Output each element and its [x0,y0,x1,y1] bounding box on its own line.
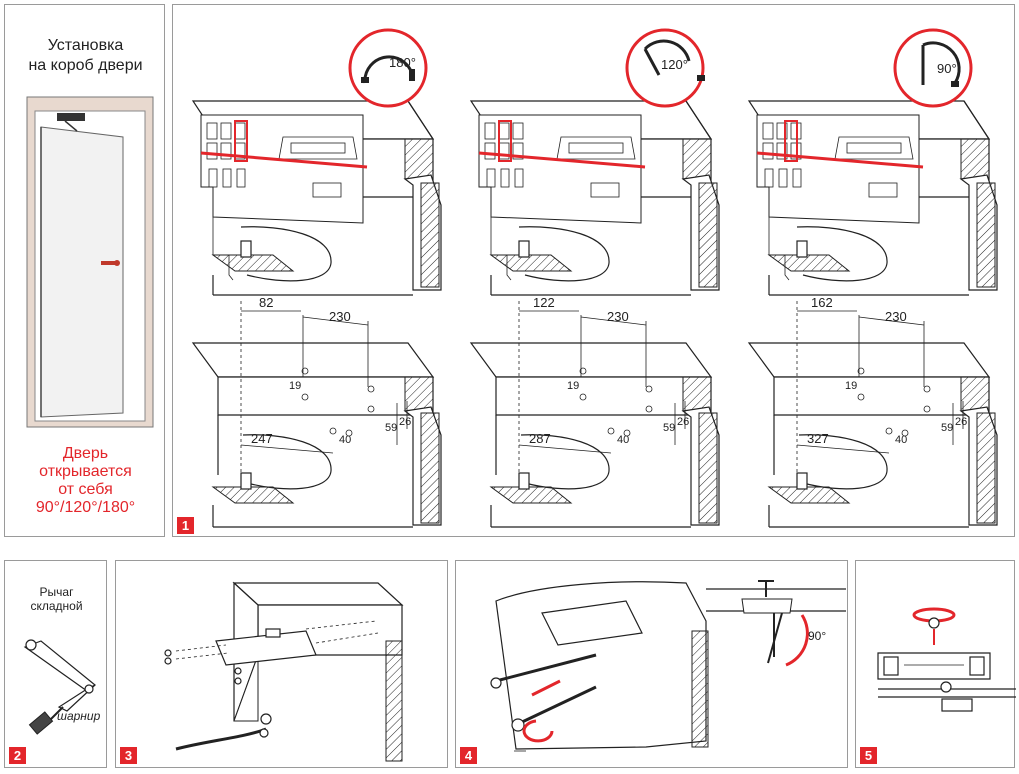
panel2-title-line2: складной [30,599,83,613]
dim-26-1: 26 [399,416,411,428]
dim-c-2: 287 [529,431,551,446]
step-number-5: 5 [860,747,877,764]
angle-circle-120 [625,28,705,108]
step-number-3: 3 [120,747,137,764]
dim-19-2: 19 [567,380,579,392]
unit-120 [470,100,720,528]
dim-b-2: 230 [607,309,629,324]
adjustment-illustration [877,607,1016,712]
lever-fix-illustration [490,580,846,752]
dim-b-1: 230 [329,309,351,324]
angle-circle-180 [348,28,428,108]
install-panel: Установка на короб двери Дверь открывает… [4,4,165,537]
angle-label-90: 90° [937,61,957,76]
step-number-4: 4 [460,747,477,764]
install-caption-line1: Дверь [62,445,109,462]
install-title-line1: Установка [47,37,124,54]
dim-26-3: 26 [955,416,967,428]
step5-panel: 5 [855,560,1016,768]
step4-panel: 90° 4 [455,560,848,768]
install-title-line2: на короб двери [28,57,143,74]
door-illustration [26,96,154,428]
dim-40-3: 40 [895,434,907,446]
dim-c-3: 327 [807,431,829,446]
panel4-angle-label: 90° [808,629,827,643]
step2-panel: Рычаг складной шарнир 2 [4,560,107,768]
mounting-diagram: 180° 120° 90° 82 230 247 19 40 59 26 122… [192,28,998,528]
closer-mount-illustration [164,581,404,762]
unit-180 [192,100,442,528]
dim-19-3: 19 [845,380,857,392]
step3-panel: 3 [115,560,448,768]
dim-a-1: 82 [259,295,273,310]
unit-90 [748,100,998,528]
dim-a-2: 122 [533,295,555,310]
install-caption-line4: 90°/120°/180° [35,499,136,516]
lever-illustration [23,639,96,735]
step-number-2: 2 [9,747,26,764]
angle-label-120: 120° [661,57,688,72]
step-number-1: 1 [177,517,194,534]
dim-59-1: 59 [385,422,397,434]
dim-c-1: 247 [251,431,273,446]
panel2-title-line1: Рычаг [39,585,74,599]
dim-a-3: 162 [811,295,833,310]
step1-panel: 180° 120° 90° 82 230 247 19 40 59 26 122… [172,4,1015,537]
angle-label-180: 180° [389,55,416,70]
dim-19-1: 19 [289,380,301,392]
angle-circle-90 [893,28,973,108]
dim-26-2: 26 [677,416,689,428]
dim-40-1: 40 [339,434,351,446]
dim-59-2: 59 [663,422,675,434]
dim-40-2: 40 [617,434,629,446]
hinge-label: шарнир [57,709,101,723]
dim-59-3: 59 [941,422,953,434]
dim-b-3: 230 [885,309,907,324]
install-caption-line3: от себя [58,481,113,498]
install-caption-line2: открывается [39,463,132,480]
